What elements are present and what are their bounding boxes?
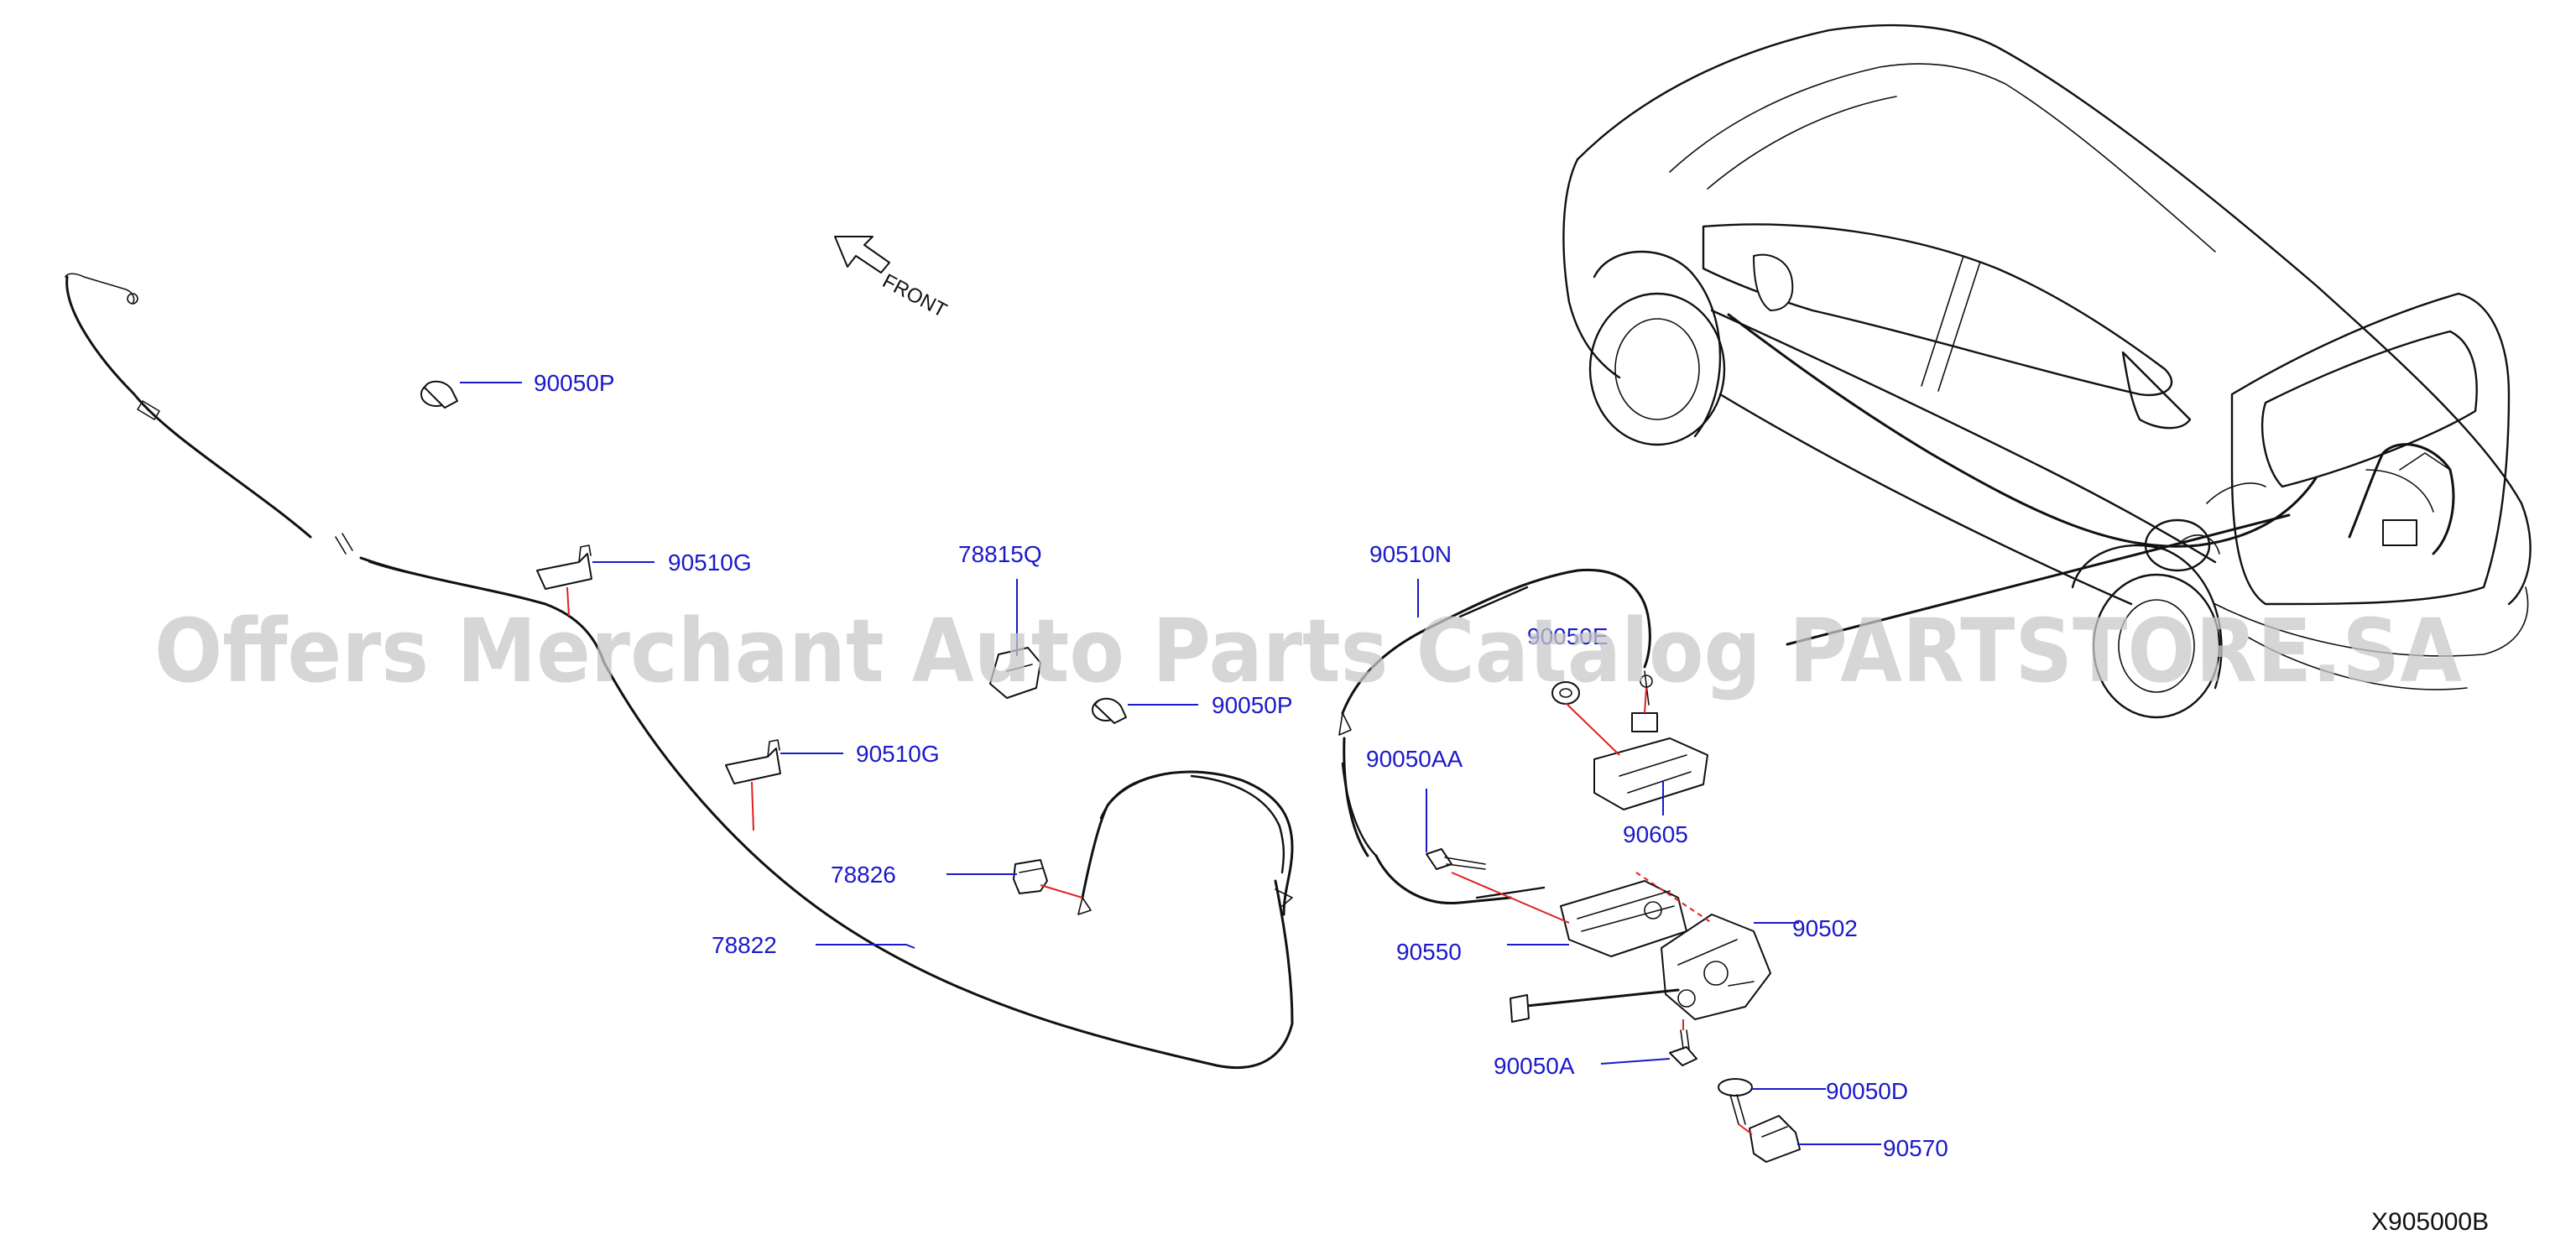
label-90050AA[interactable]: 90050AA xyxy=(1366,746,1463,772)
cable-90510N xyxy=(1338,568,1651,905)
label-90605[interactable]: 90605 xyxy=(1623,821,1688,847)
latch-rod xyxy=(1510,988,1680,1023)
label-78826[interactable]: 78826 xyxy=(831,862,896,888)
front-label: FRONT xyxy=(879,269,951,322)
label-90510N[interactable]: 90510N xyxy=(1369,541,1452,567)
label-90050P-middle[interactable]: 90050P xyxy=(1212,692,1293,718)
label-90050P-top[interactable]: 90050P xyxy=(534,370,615,396)
front-indicator: FRONT xyxy=(834,236,951,322)
part-labels: 90050P 90510G 78815Q 90050P 90510G 78826… xyxy=(534,370,1948,1161)
bolt-90050A xyxy=(1669,1029,1697,1066)
leader-lines xyxy=(460,382,1881,1145)
watermark: Offers Merchant Auto Parts Catalog PARTS… xyxy=(154,600,2462,702)
label-90050D[interactable]: 90050D xyxy=(1826,1078,1908,1104)
label-90550[interactable]: 90550 xyxy=(1396,939,1462,965)
label-90050E[interactable]: 90050E xyxy=(1527,623,1609,649)
clip-90050P-top xyxy=(420,380,458,409)
vehicle-outline xyxy=(1562,23,2532,719)
handle-90605 xyxy=(1593,670,1708,810)
sheathed-cable xyxy=(1077,770,1294,916)
label-90510G-lower[interactable]: 90510G xyxy=(856,741,940,767)
drawing-number: X905000B xyxy=(2371,1208,2489,1236)
label-78815Q[interactable]: 78815Q xyxy=(958,541,1042,567)
bracket-78826 xyxy=(1013,859,1048,894)
latch-90502 xyxy=(1661,914,1771,1020)
clip-90510G-upper xyxy=(536,544,592,590)
label-90502[interactable]: 90502 xyxy=(1792,915,1858,941)
label-78822[interactable]: 78822 xyxy=(712,932,777,958)
clip-90050P-middle xyxy=(1092,697,1127,724)
install-lines xyxy=(566,586,1753,1135)
release-cable-78822 xyxy=(65,273,1294,1070)
part-78815Q xyxy=(989,647,1041,699)
clip-90510G-lower xyxy=(725,739,781,784)
screw-90050D xyxy=(1718,1078,1753,1125)
label-90050A[interactable]: 90050A xyxy=(1494,1053,1575,1079)
label-90570[interactable]: 90570 xyxy=(1883,1135,1948,1161)
striker-90570 xyxy=(1749,1115,1801,1163)
bolt-90050AA xyxy=(1426,848,1486,870)
label-90510G-upper[interactable]: 90510G xyxy=(668,550,752,576)
